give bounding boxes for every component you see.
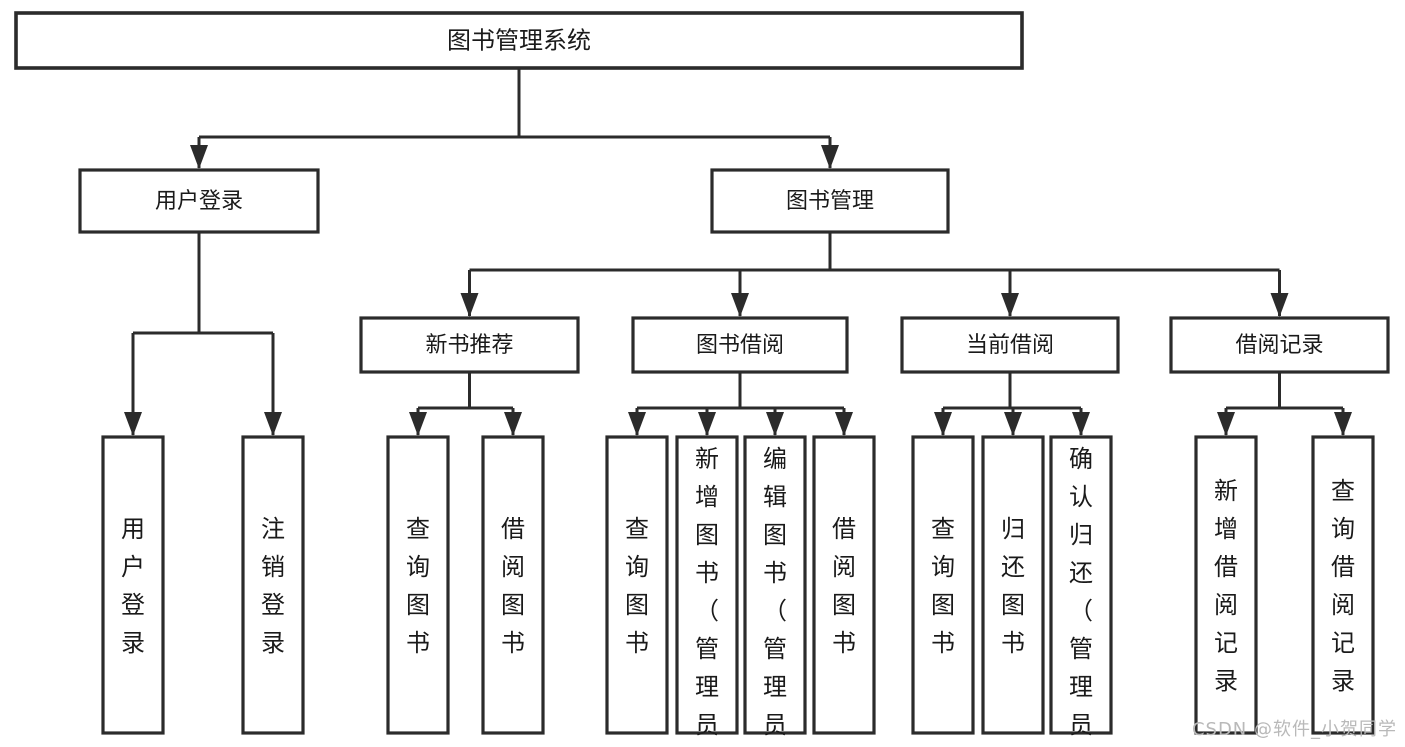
- node-borrow-records[interactable]: 借阅记录: [1169, 316, 1390, 374]
- node-label: 图书借阅: [696, 333, 784, 358]
- node-label: 借阅图书: [501, 515, 525, 657]
- node-label: 图书管理: [786, 189, 874, 214]
- node-label: 查询图书: [931, 515, 955, 657]
- node-label: 当前借阅: [966, 333, 1054, 358]
- node-root[interactable]: 图书管理系统: [14, 11, 1024, 70]
- node-label: 用户登录: [155, 189, 243, 214]
- node-leaf-borrow-book[interactable]: 借阅图书: [812, 435, 876, 735]
- node-box: [14, 11, 1024, 70]
- node-box: [241, 435, 305, 735]
- node-box: [911, 435, 975, 735]
- node-leaf-add-record[interactable]: 新增借阅记录: [1194, 435, 1258, 735]
- node-leaf-user-login[interactable]: 用户登录: [101, 435, 165, 735]
- node-box: [386, 435, 450, 735]
- node-box: [900, 316, 1120, 374]
- node-box: [101, 435, 165, 735]
- node-box: [981, 435, 1045, 735]
- node-box: [605, 435, 669, 735]
- node-label: 查询图书: [625, 515, 649, 657]
- node-box: [359, 316, 580, 374]
- node-leaf-query-book-rec[interactable]: 查询图书: [386, 435, 450, 735]
- node-leaf-query-book[interactable]: 查询图书: [605, 435, 669, 735]
- node-user-login[interactable]: 用户登录: [78, 168, 320, 234]
- node-box: [481, 435, 545, 735]
- node-book-borrow[interactable]: 图书借阅: [631, 316, 849, 374]
- connector-layer: [124, 68, 1352, 436]
- node-new-book-rec[interactable]: 新书推荐: [359, 316, 580, 374]
- node-label: 新书推荐: [425, 333, 513, 358]
- node-box: [1311, 435, 1375, 735]
- node-book-manage[interactable]: 图书管理: [710, 168, 950, 234]
- node-label: 确认归还（管理员）: [1069, 445, 1093, 747]
- node-leaf-add-book[interactable]: 新增图书（管理员）: [675, 435, 739, 747]
- node-leaf-query-book-cur[interactable]: 查询图书: [911, 435, 975, 735]
- node-label: 图书管理系统: [447, 27, 591, 55]
- node-label: 新增图书（管理员）: [695, 445, 719, 747]
- node-leaf-confirm-return[interactable]: 确认归还（管理员）: [1049, 435, 1113, 747]
- watermark: CSDN @软件_小贺同学: [1191, 719, 1397, 740]
- node-box: [1194, 435, 1258, 735]
- node-box: [631, 316, 849, 374]
- node-label: 新增借阅记录: [1214, 477, 1238, 695]
- node-leaf-query-record[interactable]: 查询借阅记录: [1311, 435, 1375, 735]
- node-label: 注销登录: [261, 515, 285, 657]
- node-box: [78, 168, 320, 234]
- node-label: 查询图书: [406, 515, 430, 657]
- node-box: [1049, 435, 1113, 735]
- node-layer: 图书管理系统用户登录图书管理新书推荐图书借阅当前借阅借阅记录用户登录注销登录查询…: [14, 11, 1390, 747]
- node-label: 用户登录: [121, 515, 145, 657]
- node-label: 查询借阅记录: [1331, 477, 1355, 695]
- node-label: 编辑图书（管理员）: [763, 445, 787, 747]
- node-leaf-edit-book[interactable]: 编辑图书（管理员）: [743, 435, 807, 747]
- node-box: [1169, 316, 1390, 374]
- node-box: [710, 168, 950, 234]
- node-label: 归还图书: [1001, 515, 1025, 657]
- node-label: 借阅图书: [832, 515, 856, 657]
- node-box: [812, 435, 876, 735]
- node-leaf-return-book[interactable]: 归还图书: [981, 435, 1045, 735]
- node-box: [675, 435, 739, 735]
- node-label: 借阅记录: [1235, 333, 1323, 358]
- node-leaf-logout[interactable]: 注销登录: [241, 435, 305, 735]
- node-leaf-borrow-book-rec[interactable]: 借阅图书: [481, 435, 545, 735]
- node-current-borrow[interactable]: 当前借阅: [900, 316, 1120, 374]
- node-box: [743, 435, 807, 735]
